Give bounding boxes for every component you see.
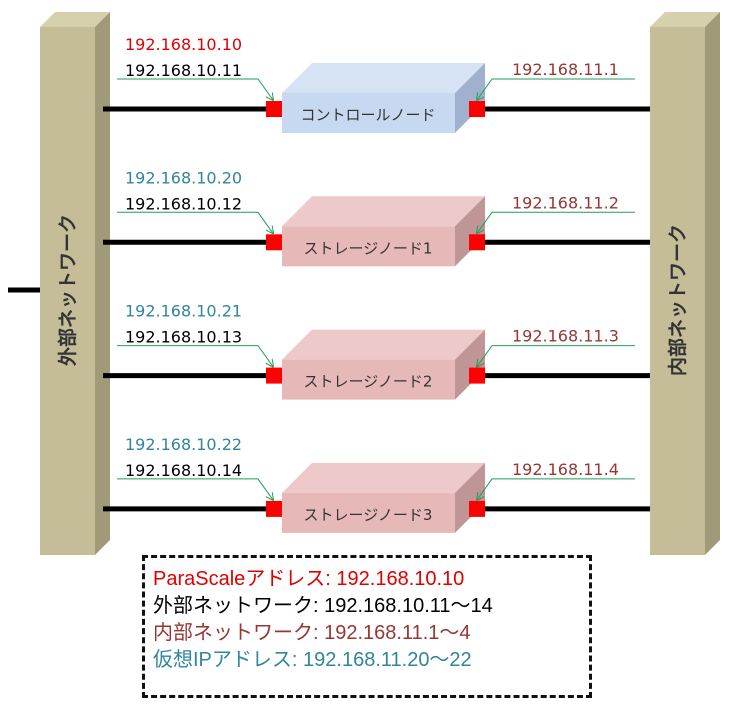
internal-ip-pointer <box>477 478 635 500</box>
internal-network-label: 内部ネットワーク <box>666 224 689 376</box>
node-row-1: ストレージノード1 192.168.10.20 192.168.10.12 192.1… <box>103 168 650 267</box>
external-port <box>266 101 282 117</box>
external-top-ip: 192.168.10.22 <box>125 435 242 454</box>
external-top-ip: 192.168.10.21 <box>125 302 242 321</box>
node-box[interactable]: コントロールノード <box>282 63 485 133</box>
node-label: ストレージノード2 <box>304 373 433 391</box>
external-ip: 192.168.10.11 <box>125 61 242 80</box>
internal-ip-pointer <box>477 345 635 367</box>
node-row-3: ストレージノード3 192.168.10.22 192.168.10.14 192.1… <box>103 435 650 533</box>
legend-label: 内部ネットワーク <box>153 622 313 644</box>
legend-value: : 192.168.10.10 <box>325 568 465 590</box>
node-row-2: ストレージノード2 192.168.10.21 192.168.10.13 192.1… <box>103 302 650 400</box>
internal-ip: 192.168.11.2 <box>512 193 619 212</box>
node-box[interactable]: ストレージノード3 <box>282 462 485 533</box>
legend-row-external: 外部ネットワーク: 192.168.10.11～14 <box>153 593 589 620</box>
external-ip-pointer <box>117 345 273 367</box>
external-ip: 192.168.10.12 <box>125 194 242 213</box>
internal-port <box>469 500 485 517</box>
internal-network-pillar: 内部ネットワーク <box>650 12 720 555</box>
legend-value: : 192.168.11.20～22 <box>291 649 472 671</box>
internal-ip-pointer <box>477 78 635 100</box>
external-ip-pointer <box>117 211 273 233</box>
legend-label: 外部ネットワーク <box>153 595 313 617</box>
legend-row-parascale: ParaScaleアドレス: 192.168.10.10 <box>153 566 589 593</box>
internal-port <box>469 234 485 251</box>
node-box[interactable]: ストレージノード1 <box>282 196 485 267</box>
external-port <box>266 367 282 384</box>
legend-row-internal: 内部ネットワーク: 192.168.11.1～4 <box>153 620 589 647</box>
internal-ip: 192.168.11.1 <box>512 60 619 79</box>
legend-label: ParaScaleアドレス <box>153 568 326 590</box>
external-network-pillar: 外部ネットワーク <box>40 12 110 555</box>
external-ip-pointer <box>117 478 273 500</box>
legend-value: : 192.168.10.11～14 <box>313 595 493 617</box>
external-ip: 192.168.10.14 <box>125 461 242 480</box>
internal-ip: 192.168.11.4 <box>512 460 619 479</box>
external-port <box>266 234 282 251</box>
legend-row-virtual-ip: 仮想IPアドレス: 192.168.11.20～22 <box>153 647 589 674</box>
external-top-ip: 192.168.10.10 <box>125 35 242 54</box>
address-legend: ParaScaleアドレス: 192.168.10.10 外部ネットワーク: 1… <box>142 555 592 698</box>
external-ip-pointer <box>117 78 273 100</box>
legend-value: : 192.168.11.1～4 <box>313 622 471 644</box>
legend-label: 仮想IPアドレス <box>153 649 292 671</box>
external-ip: 192.168.10.13 <box>125 328 242 347</box>
node-label: ストレージノード1 <box>304 239 433 257</box>
internal-port <box>469 101 485 117</box>
external-port <box>266 500 282 517</box>
internal-ip: 192.168.11.3 <box>512 327 619 346</box>
internal-port <box>469 367 485 384</box>
node-label: コントロールノード <box>300 106 435 124</box>
external-top-ip: 192.168.10.20 <box>125 168 242 187</box>
internal-ip-pointer <box>477 211 635 233</box>
node-row-0: コントロールノード 192.168.10.10 192.168.10.11 192.1… <box>103 35 650 133</box>
node-label: ストレージノード3 <box>304 506 433 524</box>
node-box[interactable]: ストレージノード2 <box>282 329 485 400</box>
external-network-label: 外部ネットワーク <box>56 214 79 366</box>
